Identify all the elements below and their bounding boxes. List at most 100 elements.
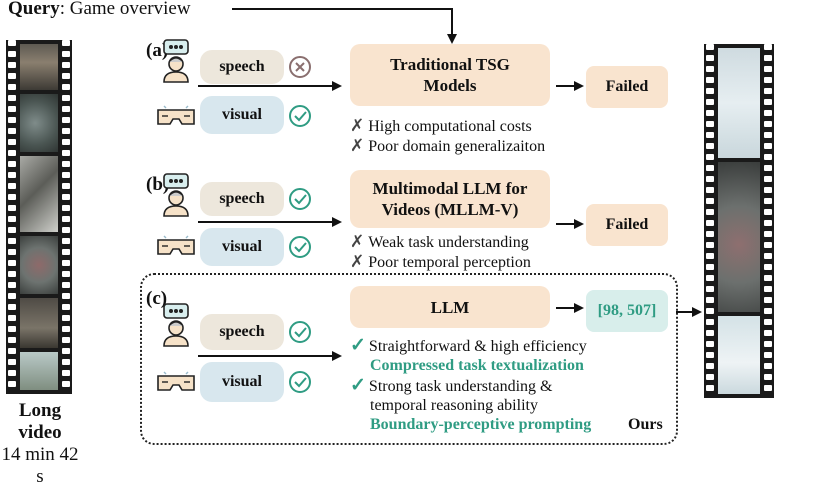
film-hole bbox=[706, 143, 714, 149]
ours-tag: Ours bbox=[628, 416, 663, 433]
traditional-tsg-box: Traditional TSG Models bbox=[350, 44, 550, 106]
result-c-answer: [98, 507] bbox=[586, 290, 668, 332]
film-hole bbox=[764, 231, 772, 237]
film-hole bbox=[706, 132, 714, 138]
film-hole bbox=[8, 128, 16, 134]
film-hole bbox=[706, 220, 714, 226]
film-hole bbox=[706, 176, 714, 182]
film-hole bbox=[706, 374, 714, 380]
row-label-a: (a) bbox=[146, 40, 169, 61]
model-a-line1: Traditional TSG bbox=[390, 55, 510, 74]
film-hole bbox=[764, 55, 772, 61]
film-hole bbox=[62, 326, 70, 332]
film-hole bbox=[764, 220, 772, 226]
film-hole bbox=[62, 172, 70, 178]
film-hole bbox=[764, 330, 772, 336]
benefit-2: ✓Strong task understanding & bbox=[350, 376, 552, 397]
ours-highlight-box bbox=[140, 273, 678, 445]
model-a-line2: Models bbox=[423, 76, 477, 95]
film-hole bbox=[62, 381, 70, 387]
film-hole bbox=[764, 341, 772, 347]
right-film-strip bbox=[704, 44, 774, 398]
benefit-1-text: Straightforward & high efficiency bbox=[368, 338, 587, 355]
video-title: Long video bbox=[18, 400, 62, 443]
method-1: Compressed task textualization bbox=[370, 357, 584, 374]
film-hole bbox=[62, 315, 70, 321]
film-hole bbox=[706, 363, 714, 369]
film-hole bbox=[8, 315, 16, 321]
video-frame-1 bbox=[20, 44, 58, 90]
film-hole bbox=[764, 198, 772, 204]
film-hole bbox=[62, 128, 70, 134]
film-hole bbox=[62, 40, 70, 46]
film-hole bbox=[62, 73, 70, 79]
film-hole bbox=[62, 183, 70, 189]
film-hole bbox=[8, 381, 16, 387]
film-hole bbox=[764, 319, 772, 325]
vr-glasses-icon bbox=[157, 105, 195, 125]
check-mark-icon: ✓ bbox=[350, 335, 366, 356]
film-hole bbox=[8, 216, 16, 222]
film-hole bbox=[706, 110, 714, 116]
film-holes-left bbox=[8, 40, 16, 394]
correct-circle-icon bbox=[289, 236, 311, 258]
film-hole bbox=[706, 55, 714, 61]
film-hole bbox=[8, 370, 16, 376]
benefit-2-line2: temporal reasoning ability bbox=[370, 397, 538, 414]
video-frame-3 bbox=[20, 156, 58, 232]
video-frame-6 bbox=[20, 352, 58, 390]
film-hole bbox=[62, 238, 70, 244]
speech-bubble-person-icon bbox=[163, 173, 189, 217]
film-hole bbox=[706, 330, 714, 336]
film-hole bbox=[764, 308, 772, 314]
film-hole bbox=[62, 304, 70, 310]
film-hole bbox=[8, 172, 16, 178]
film-hole bbox=[62, 95, 70, 101]
result-b-failed: Failed bbox=[586, 204, 668, 246]
note-b-1: ✗Weak task understanding bbox=[350, 232, 529, 253]
film-hole bbox=[8, 359, 16, 365]
film-hole bbox=[764, 176, 772, 182]
film-hole bbox=[706, 341, 714, 347]
film-hole bbox=[764, 66, 772, 72]
note-b-1-text: Weak task understanding bbox=[368, 234, 529, 251]
film-hole bbox=[706, 154, 714, 160]
film-hole bbox=[764, 253, 772, 259]
film-hole bbox=[62, 249, 70, 255]
film-hole bbox=[62, 139, 70, 145]
film-hole bbox=[8, 326, 16, 332]
arrows-and-icons bbox=[157, 8, 702, 393]
film-hole bbox=[8, 51, 16, 57]
faded-frame-2 bbox=[718, 316, 760, 394]
film-hole bbox=[764, 77, 772, 83]
film-hole bbox=[764, 209, 772, 215]
benefit-2-cont: temporal reasoning ability bbox=[370, 396, 538, 416]
film-hole bbox=[62, 260, 70, 266]
wrong-circle-icon bbox=[289, 56, 311, 78]
film-hole bbox=[62, 227, 70, 233]
film-hole bbox=[8, 106, 16, 112]
film-hole bbox=[706, 66, 714, 72]
speech-bubble-person-icon bbox=[163, 39, 189, 83]
correct-circle-icon bbox=[289, 105, 311, 127]
film-hole bbox=[8, 95, 16, 101]
film-hole bbox=[706, 297, 714, 303]
film-hole bbox=[706, 121, 714, 127]
film-hole bbox=[764, 132, 772, 138]
film-hole bbox=[62, 205, 70, 211]
film-hole bbox=[8, 150, 16, 156]
film-hole bbox=[62, 62, 70, 68]
film-hole bbox=[764, 187, 772, 193]
query-line: Query: Game overview bbox=[8, 0, 191, 20]
model-b-line1: Multimodal LLM for bbox=[372, 179, 528, 198]
cross-mark-icon: ✗ bbox=[350, 232, 365, 251]
film-hole bbox=[62, 359, 70, 365]
highlighted-frame bbox=[718, 162, 760, 312]
film-hole bbox=[8, 161, 16, 167]
film-hole bbox=[8, 84, 16, 90]
query-label: Query bbox=[8, 0, 60, 19]
film-hole bbox=[706, 44, 714, 50]
visual-pill-b: visual bbox=[200, 228, 284, 266]
film-hole bbox=[764, 99, 772, 105]
